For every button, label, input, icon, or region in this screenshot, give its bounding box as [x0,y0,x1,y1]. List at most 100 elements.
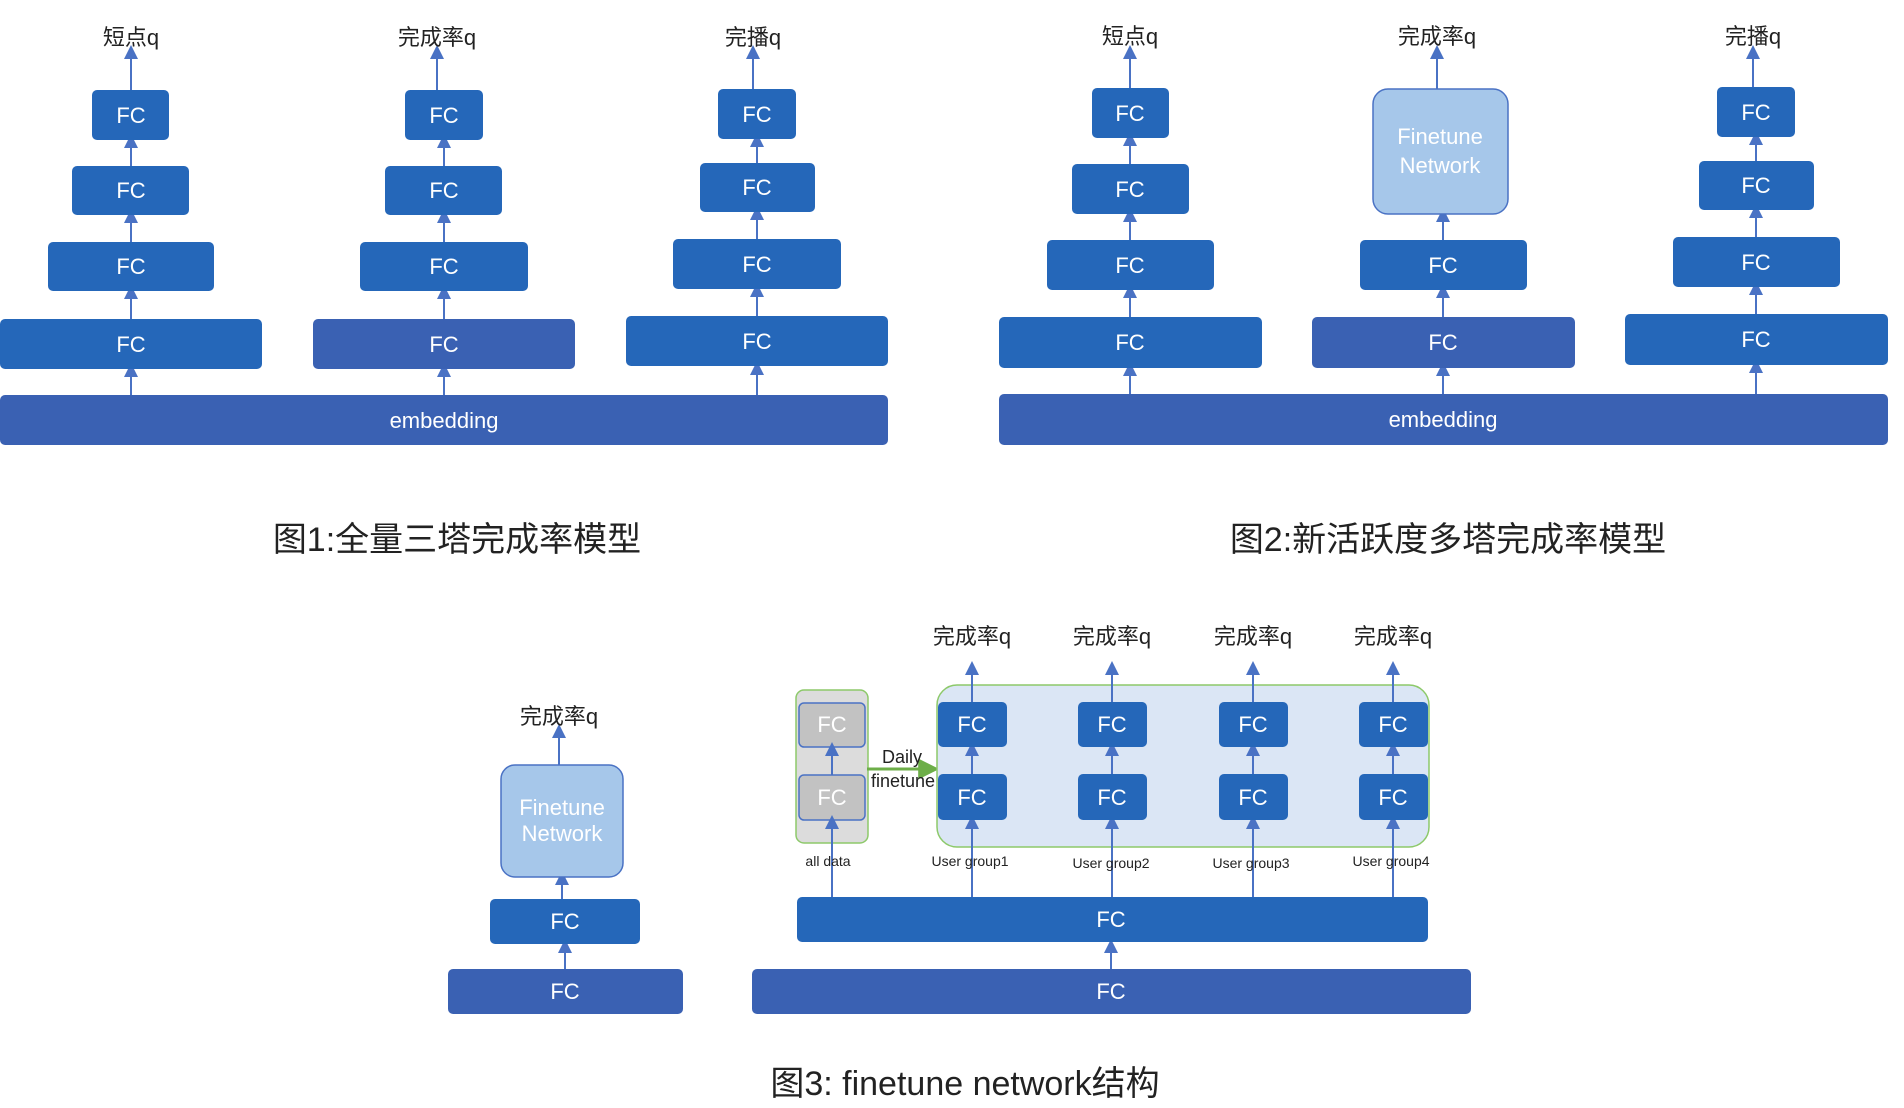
svg-text:FC: FC [550,909,579,934]
caption-fig3: 图3: finetune network结构 [770,1065,1159,1103]
fc-box [752,969,1471,1014]
svg-text:FC: FC [817,785,846,810]
caption-fig1: 图1:全量三塔完成率模型 [273,521,641,559]
fc-box [1699,161,1814,210]
svg-text:FC: FC [1741,250,1770,275]
output-label: 完成率q [1398,24,1476,49]
svg-text:Finetune: Finetune [519,795,605,820]
svg-text:Network: Network [522,821,604,846]
user-group-tower-1: FC FC 完成率q User group1 [931,624,1011,897]
fc-box [313,319,575,369]
svg-text:FC: FC [1115,253,1144,278]
fc-box [700,163,815,212]
output-label: 完成率q [933,624,1011,649]
svg-text:FC: FC [1428,330,1457,355]
fc-box [1625,314,1888,365]
fc-box [1359,702,1428,747]
svg-text:FC: FC [957,785,986,810]
svg-text:FC: FC [742,252,771,277]
finetune-network-box [1372,88,1509,215]
svg-text:FC: FC [1741,327,1770,352]
user-group-label: User group3 [1212,855,1289,871]
tower-complete-fig1: FC FC FC FC 完成率q [313,25,575,395]
figure-3-right: FC FC FC FC all data Daily finetune FC F… [752,624,1471,1103]
embedding-label-fig1: embedding [390,408,499,433]
svg-text:FC: FC [116,254,145,279]
svg-text:Finetune: Finetune [1397,124,1483,149]
output-label: 完播q [1725,24,1781,49]
svg-text:FC: FC [550,979,579,1004]
user-group-label: User group4 [1352,853,1429,869]
finetune-network-box [500,764,624,878]
svg-text:FC: FC [742,102,771,127]
svg-text:FC: FC [957,712,986,737]
svg-text:FC: FC [429,103,458,128]
fc-box [1047,240,1214,290]
fc-box [999,317,1262,368]
figure-1: embedding FC FC FC FC 短点q FC FC [0,25,888,559]
figure-2: embedding FC FC FC FC 短点q FC FC [999,24,1888,559]
svg-text:FC: FC [116,178,145,203]
fc-box [385,166,502,215]
fc-box [938,774,1007,820]
embedding-bar-fig1 [0,395,888,445]
tower-finish-fig1: FC FC FC FC 完播q [626,25,888,395]
fc-box [1360,240,1527,290]
svg-text:FC: FC [1238,712,1267,737]
embedding-label-fig2: embedding [1389,407,1498,432]
svg-text:FC: FC [1097,785,1126,810]
user-group-panel [936,684,1430,848]
output-label: 完成率q [1354,624,1432,649]
svg-text:FC: FC [429,254,458,279]
svg-text:FC: FC [1096,979,1125,1004]
output-label: 完成率q [520,704,598,729]
tower-finish-fig2: FC FC FC FC 完播q [1625,24,1888,394]
user-group-tower-2: FC FC 完成率q User group2 [1072,624,1151,897]
fc-box [1078,774,1147,820]
daily-finetune-label-1: Daily [882,747,922,767]
svg-text:FC: FC [116,332,145,357]
all-data-label: all data [805,853,850,869]
fc-box [1078,702,1147,747]
fc-box [490,899,640,944]
fc-box [1092,88,1169,138]
fc-box [0,319,262,369]
svg-text:FC: FC [429,178,458,203]
svg-text:FC: FC [429,332,458,357]
user-group-label: User group2 [1072,855,1149,871]
tower-complete-fig2: FC FC Finetune Network 完成率q [1312,24,1575,394]
fc-box [48,242,214,291]
svg-text:FC: FC [1378,785,1407,810]
svg-text:FC: FC [742,329,771,354]
user-group-tower-4: FC FC 完成率q User group4 [1352,624,1432,897]
output-label: 完播q [725,25,781,50]
fc-box [797,897,1428,942]
fc-box [405,90,483,140]
output-label: 短点q [103,25,159,50]
svg-text:FC: FC [1741,173,1770,198]
embedding-bar-fig2 [999,394,1888,445]
tower-short-fig1: FC FC FC FC 短点q [0,25,262,395]
svg-text:FC: FC [1378,712,1407,737]
fc-box [1673,237,1840,287]
svg-text:Network: Network [1400,153,1482,178]
fc-box [1359,774,1428,820]
fc-box [718,89,796,139]
fc-box [938,702,1007,747]
svg-text:FC: FC [1096,907,1125,932]
svg-text:FC: FC [1428,253,1457,278]
fc-box [673,239,841,289]
fc-box [1717,87,1795,137]
svg-text:FC: FC [1238,785,1267,810]
fc-box [626,316,888,366]
fc-box [92,90,169,140]
fc-box [1219,774,1288,820]
output-label: 完成率q [398,25,476,50]
daily-finetune-label-2: finetune [871,771,935,791]
svg-text:FC: FC [1115,177,1144,202]
fc-box [72,166,189,215]
svg-text:FC: FC [1115,330,1144,355]
fc-box [1072,164,1189,214]
svg-text:FC: FC [1097,712,1126,737]
